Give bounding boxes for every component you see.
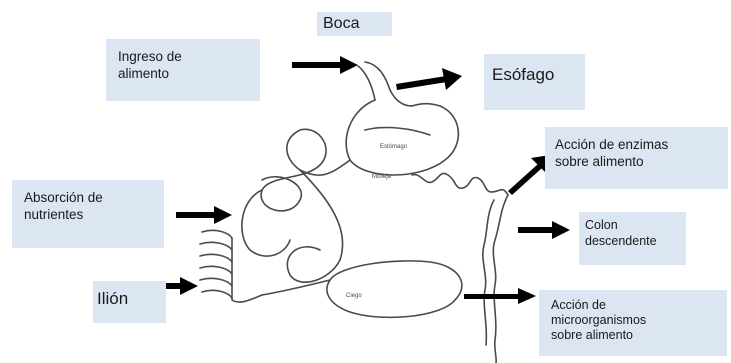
label-micro-text: Acción de microorganismos sobre alimento [551, 298, 715, 343]
arrow-ingreso [292, 56, 358, 74]
arrow-colon [518, 221, 570, 239]
label-colon-descendente: Colon descendente [579, 212, 686, 265]
organ-label-crop: Estómago [380, 144, 408, 150]
ileum-coils [200, 230, 232, 298]
arrow-enzimas [508, 155, 550, 195]
label-absorcion-nutrientes: Absorción de nutrientes [12, 180, 164, 248]
organ-label-cecum: Ciego [346, 293, 362, 299]
label-ilion-text: Ilión [97, 288, 162, 309]
small-intestine-coil [261, 129, 350, 211]
label-ilion: Ilión [93, 281, 166, 323]
cecum-outline [327, 261, 462, 317]
label-accion-enzimas: Acción de enzimas sobre alimento [545, 127, 728, 189]
arrow-esofago [396, 68, 462, 90]
descending-colon [493, 195, 508, 363]
arrow-microorganismos [464, 288, 536, 304]
arrow-absorcion [176, 206, 232, 224]
label-esofago: Esófago [484, 54, 585, 110]
label-accion-microorganismos: Acción de microorganismos sobre alimento [539, 290, 727, 356]
label-esofago-text: Esófago [492, 64, 577, 85]
label-colon-text: Colon descendente [585, 218, 680, 249]
label-enzimas-text: Acción de enzimas sobre alimento [555, 137, 718, 171]
label-ingreso-text: Ingreso de alimento [118, 49, 248, 83]
label-boca: Boca [317, 12, 392, 36]
label-boca-text: Boca [323, 14, 386, 34]
stomach-outline [346, 100, 458, 175]
organ-label-gizzard: Molleja [372, 174, 392, 180]
label-absorcion-text: Absorción de nutrientes [24, 190, 152, 224]
label-ingreso-alimento: Ingreso de alimento [106, 39, 260, 101]
large-intestine [412, 173, 508, 195]
